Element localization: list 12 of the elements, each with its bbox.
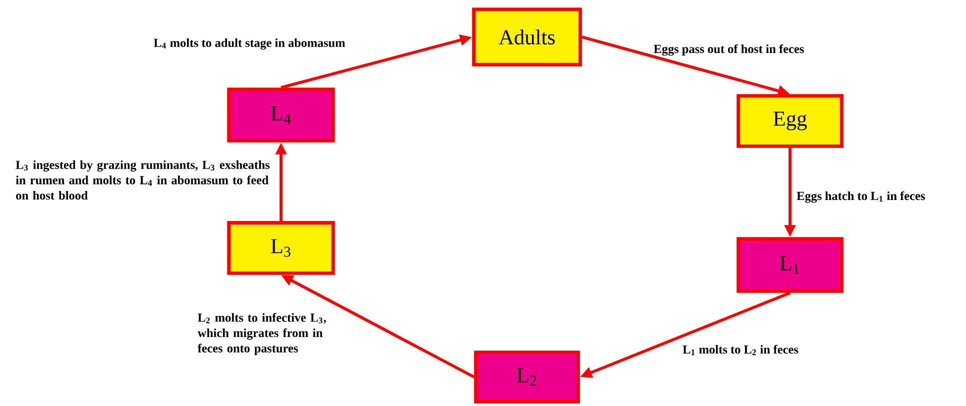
stage-box: Egg	[736, 94, 844, 148]
edge-label: Eggs pass out of host in feces	[654, 44, 804, 56]
stage-box: L$_{4}$	[227, 88, 335, 142]
edge-label: L$_{2}$ molts to infective L$_{3}$, which migrates from in feces onto pastures	[198, 313, 326, 355]
edge-label: L$_{1}$ molts to L$_{2}$ in feces	[682, 344, 798, 356]
edge-label: Eggs hatch to L$_{1}$ in feces	[796, 191, 925, 203]
edge-label: L$_{4}$ molts to adult stage in abomasum	[154, 38, 346, 50]
edge-label: L$_{3}$ ingested by grazing ruminants, L$_{3}$ exsheaths in rumen and molts to L$_{4}$ in abomasum to feed on host blood	[16, 160, 270, 200]
stage-box: Adults	[472, 8, 582, 66]
stage-box: L$_{3}$	[227, 221, 335, 275]
stage-box: L$_{1}$	[736, 237, 844, 293]
stage-box: L$_{2}$	[474, 350, 580, 404]
